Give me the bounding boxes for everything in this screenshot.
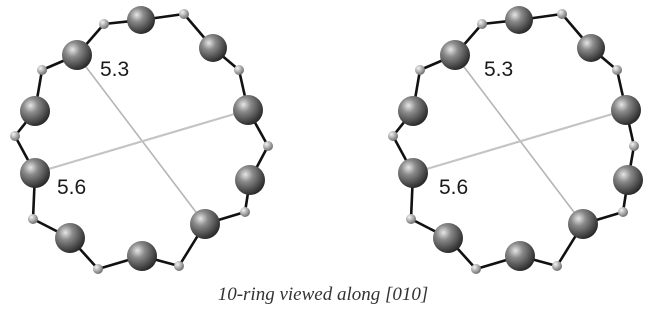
distance-line-5-3	[454, 54, 584, 225]
small-atom	[263, 141, 273, 151]
large-atom	[235, 165, 265, 195]
small-atom	[618, 207, 628, 217]
large-atoms	[398, 6, 643, 271]
distance-label-long: 5.6	[57, 176, 86, 199]
small-atom	[406, 214, 416, 224]
small-atom	[99, 19, 109, 29]
large-atom	[613, 165, 643, 195]
large-atom	[398, 96, 428, 126]
small-atom	[234, 65, 244, 75]
large-atom	[611, 95, 641, 125]
large-atoms	[20, 6, 265, 271]
figure-caption: 10-ring viewed along [010]	[217, 284, 429, 305]
distance-line-5-6	[412, 108, 627, 175]
large-atom	[20, 158, 50, 188]
large-atom	[440, 40, 470, 70]
large-atom	[199, 34, 227, 62]
small-atom	[179, 9, 189, 19]
small-atom	[415, 65, 425, 75]
small-atom	[388, 131, 398, 141]
large-atom	[190, 209, 220, 239]
large-atom	[398, 158, 428, 188]
large-atom	[505, 241, 535, 271]
small-atom	[552, 261, 562, 271]
large-atom	[568, 209, 598, 239]
large-atom	[20, 96, 50, 126]
small-atom	[93, 264, 103, 274]
small-atom	[629, 141, 639, 151]
large-atom	[505, 6, 533, 34]
distance-label-short: 5.3	[100, 58, 129, 81]
large-atom	[62, 40, 92, 70]
distance-line-5-6	[34, 108, 249, 175]
large-atom	[55, 223, 85, 253]
ring-left: 5.3 5.6	[10, 6, 273, 274]
large-atom	[127, 6, 155, 34]
distance-label-long: 5.6	[439, 176, 468, 199]
small-atom	[174, 261, 184, 271]
distance-lines	[412, 54, 627, 225]
distance-line-5-3	[76, 54, 206, 225]
small-atoms	[10, 9, 273, 274]
large-atom	[127, 241, 157, 271]
small-atom	[557, 9, 567, 19]
small-atom	[28, 214, 38, 224]
large-atom	[233, 95, 263, 125]
large-atom	[577, 34, 605, 62]
distance-lines	[34, 54, 249, 225]
small-atom	[477, 19, 487, 29]
small-atoms	[388, 9, 639, 274]
small-atom	[37, 65, 47, 75]
ring-right: 5.3 5.6	[388, 6, 643, 274]
small-atom	[612, 65, 622, 75]
small-atom	[240, 207, 250, 217]
distance-label-short: 5.3	[484, 58, 513, 81]
large-atom	[433, 223, 463, 253]
small-atom	[471, 264, 481, 274]
small-atom	[10, 131, 20, 141]
